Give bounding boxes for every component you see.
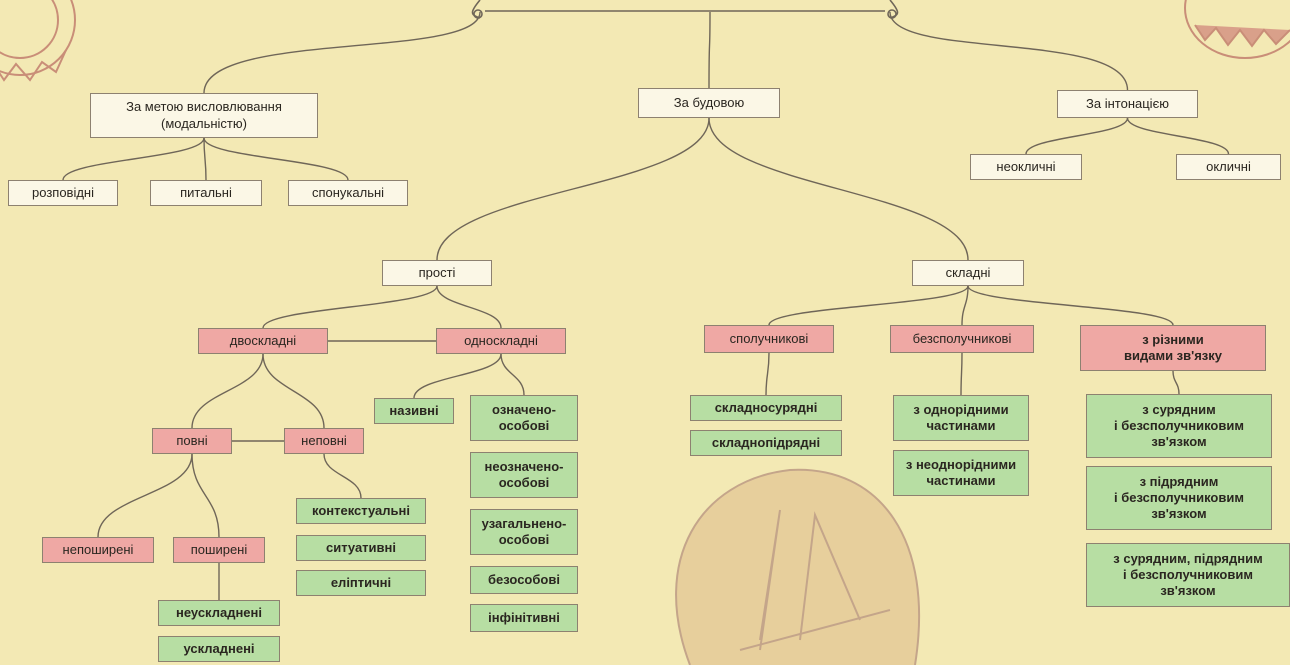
- wheel-ornament-icon: [1184, 0, 1290, 59]
- connector: [191, 453, 220, 538]
- ship-plate-icon: [675, 468, 920, 665]
- connector: [191, 353, 264, 429]
- title-scroll-spine: [471, 0, 899, 19]
- connector: [436, 117, 710, 261]
- connector: [203, 137, 349, 181]
- connector: [765, 352, 770, 396]
- connector: [436, 285, 502, 329]
- connector: [413, 353, 502, 399]
- node-uncomplicated: неускладнені: [158, 600, 280, 626]
- node-exclamatory: окличні: [1176, 154, 1281, 180]
- node-asyndetic: безсполучникові: [890, 325, 1034, 353]
- node-declarative: розповідні: [8, 180, 118, 206]
- node-compound-subordinate: складнопідрядні: [690, 430, 842, 456]
- node-incomplete: неповні: [284, 428, 364, 454]
- connector: [708, 117, 969, 261]
- node-unextended: непоширені: [42, 537, 154, 563]
- node-compound: складні: [912, 260, 1024, 286]
- connector: [203, 11, 481, 94]
- node-interrogative: питальні: [150, 180, 262, 206]
- connector: [1172, 370, 1180, 395]
- connector: [708, 11, 711, 89]
- connector: [262, 353, 325, 429]
- node-contextual: контекстуальні: [296, 498, 426, 524]
- node-extended: поширені: [173, 537, 265, 563]
- connector: [889, 11, 1129, 91]
- connector: [262, 285, 438, 329]
- node-impersonal: безособові: [470, 566, 578, 594]
- connector: [97, 453, 193, 538]
- node-mixed: з різними видами зв'язку: [1080, 325, 1266, 371]
- node-complicated: ускладнені: [158, 636, 280, 662]
- node-indefinite-personal: неозначено- особові: [470, 452, 578, 498]
- node-imperative: спонукальні: [288, 180, 408, 206]
- node-full: повні: [152, 428, 232, 454]
- node-compound-coordinate: складносурядні: [690, 395, 842, 421]
- node-infinitive: інфінітивні: [470, 604, 578, 632]
- connector: [323, 453, 362, 499]
- node-coord-asyndetic: з сурядним і безсполучниковим зв'язком: [1086, 394, 1272, 458]
- connector: [1126, 117, 1230, 155]
- node-definite-personal: означено- особові: [470, 395, 578, 441]
- node-subord-asyndetic: з підрядним і безсполучниковим зв'язком: [1086, 466, 1272, 530]
- node-simple: прості: [382, 260, 492, 286]
- node-non-exclamatory: неокличні: [970, 154, 1082, 180]
- node-modality: За метою висловлювання (модальністю): [90, 93, 318, 138]
- node-coord-subord-asyndetic: з сурядним, підрядним і безсполучниковим…: [1086, 543, 1290, 607]
- node-homogeneous-parts: з однорідними частинами: [893, 395, 1029, 441]
- node-structure: За будовою: [638, 88, 780, 118]
- connector: [500, 353, 525, 396]
- connector: [1025, 117, 1129, 155]
- node-one-part: односкладні: [436, 328, 566, 354]
- node-intonation: За інтонацією: [1057, 90, 1198, 118]
- connector: [961, 285, 969, 326]
- node-generalized-personal: узагальнено- особові: [470, 509, 578, 555]
- node-elliptical: еліптичні: [296, 570, 426, 596]
- connector: [960, 352, 963, 396]
- connector: [768, 285, 969, 326]
- node-conjunctive: сполучникові: [704, 325, 834, 353]
- connector: [203, 137, 207, 181]
- sun-ornament-icon: [0, 0, 76, 82]
- connector: [967, 285, 1174, 326]
- connector: [62, 137, 205, 181]
- node-two-part: двоскладні: [198, 328, 328, 354]
- node-situational: ситуативні: [296, 535, 426, 561]
- node-nominative: називні: [374, 398, 454, 424]
- node-heterogeneous-parts: з неоднорідними частинами: [893, 450, 1029, 496]
